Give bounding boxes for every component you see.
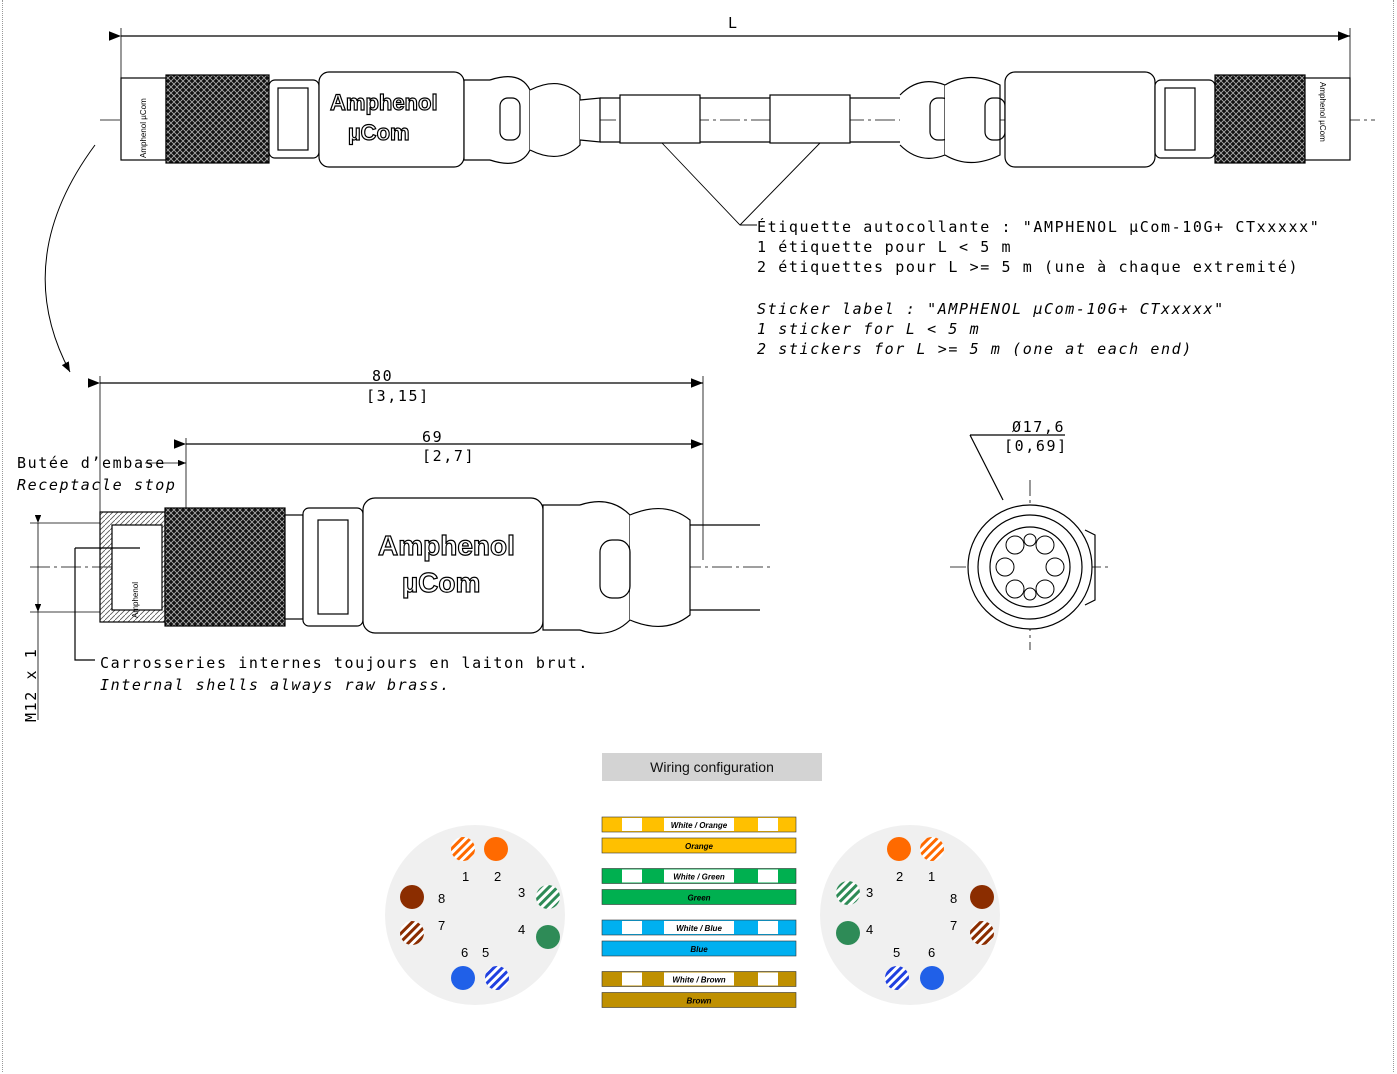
inner-length-mm: 69 <box>422 428 443 446</box>
wire-solid-label: Brown <box>687 997 712 1006</box>
shell-note-fr: Carrosseries internes toujours en laiton… <box>100 654 589 672</box>
pin-8-brown <box>400 885 424 909</box>
brand-sub-detail: µCom <box>402 567 480 598</box>
wire-solid-label: Orange <box>685 842 714 851</box>
pin-r-8-brown <box>970 885 994 909</box>
pin-3-white-green <box>536 885 560 909</box>
wire-striped-label: White / Blue <box>676 924 722 933</box>
pin-label-1: 1 <box>462 869 469 884</box>
cable-top-view <box>100 28 1375 168</box>
pin-r-label-6: 6 <box>928 945 935 960</box>
pin-4-green <box>536 925 560 949</box>
pin-7-white-brown <box>400 921 424 945</box>
wire-striped-bar: White / Blue <box>601 919 797 936</box>
wire-solid-label: Blue <box>690 945 708 954</box>
wiring-left-face <box>385 825 565 1005</box>
stop-label-en: Receptacle stop <box>17 476 176 494</box>
pin-r-4-green <box>836 921 860 945</box>
overall-length-in: [3,15] <box>366 387 430 405</box>
wire-solid-bar: Blue <box>601 940 797 957</box>
thread-label: M12 x 1 <box>22 648 40 722</box>
wire-solid-bar: Green <box>601 889 797 905</box>
label-note-fr-3: 2 étiquettes pour L >= 5 m (une à chaque… <box>757 258 1299 276</box>
pin-r-label-7: 7 <box>950 918 957 933</box>
pin-label-4: 4 <box>518 922 525 937</box>
pin-r-label-8: 8 <box>950 891 957 906</box>
pin-label-3: 3 <box>518 885 525 900</box>
brand-name-detail: Amphenol <box>378 530 515 561</box>
pin-r-6-blue <box>920 966 944 990</box>
wire-striped-label: White / Green <box>673 873 725 882</box>
wire-striped-bar: White / Green <box>601 868 797 884</box>
wiring-right-face <box>820 825 1000 1005</box>
side-label-right: Amphenol µCom <box>1318 82 1327 142</box>
connector-front-view <box>950 434 1110 650</box>
pin-label-8: 8 <box>438 891 445 906</box>
wire-striped-bar: White / Brown <box>601 971 797 987</box>
brand-name-top: Amphenol <box>330 90 438 115</box>
diameter-in: [0,69] <box>1004 437 1068 455</box>
wire-solid-bar: Brown <box>601 992 797 1008</box>
pin-r-label-3: 3 <box>866 885 873 900</box>
pin-r-5-white-blue <box>885 966 909 990</box>
wire-striped-label: White / Orange <box>671 821 728 830</box>
pin-r-label-4: 4 <box>866 922 873 937</box>
detail-arrow <box>44 144 96 373</box>
label-note-fr-1: Étiquette autocollante : "AMPHENOL µCom-… <box>757 217 1320 236</box>
pin-r-1-white-orange <box>920 837 944 861</box>
pin-r-label-5: 5 <box>893 945 900 960</box>
pin-r-label-1: 1 <box>928 869 935 884</box>
sticker-leader <box>661 142 821 226</box>
pin-label-6: 6 <box>461 945 468 960</box>
pin-2-orange <box>484 837 508 861</box>
label-note-en-3: 2 stickers for L >= 5 m (one at each end… <box>757 340 1193 358</box>
wiring-title: Wiring configuration <box>602 753 822 781</box>
wire-striped-bar: White / Orange <box>601 816 797 833</box>
stop-label-fr: Butée d’embase <box>17 454 166 472</box>
connector-detail-view <box>30 376 770 720</box>
inner-length-in: [2,7] <box>422 447 475 465</box>
shell-note-en: Internal shells always raw brass. <box>100 676 451 694</box>
pin-label-5: 5 <box>482 945 489 960</box>
pin-5-white-blue <box>485 966 509 990</box>
overall-length-mm: 80 <box>372 367 393 385</box>
label-note-en-1: Sticker label : "AMPHENOL µCom-10G+ CTxx… <box>757 300 1225 318</box>
pin-1-white-orange <box>451 837 475 861</box>
pin-label-2: 2 <box>494 869 501 884</box>
pin-r-3-white-green <box>836 881 860 905</box>
pin-label-7: 7 <box>438 918 445 933</box>
pin-r-label-2: 2 <box>896 869 903 884</box>
wire-solid-bar: Orange <box>601 837 797 854</box>
brand-sub-top: µCom <box>348 120 410 145</box>
wire-striped-label: White / Brown <box>672 976 725 985</box>
wire-solid-label: Green <box>687 894 710 903</box>
pin-r-2-orange <box>887 837 911 861</box>
diameter-mm: Ø17,6 <box>1012 418 1065 436</box>
side-label-detail: Amphenol <box>131 582 140 618</box>
pin-r-7-white-brown <box>970 921 994 945</box>
length-label: L <box>728 14 739 32</box>
side-label-left: Amphenol µCom <box>139 98 148 158</box>
label-note-fr-2: 1 étiquette pour L < 5 m <box>757 238 1012 256</box>
pin-6-blue <box>451 966 475 990</box>
label-note-en-2: 1 sticker for L < 5 m <box>757 320 980 338</box>
